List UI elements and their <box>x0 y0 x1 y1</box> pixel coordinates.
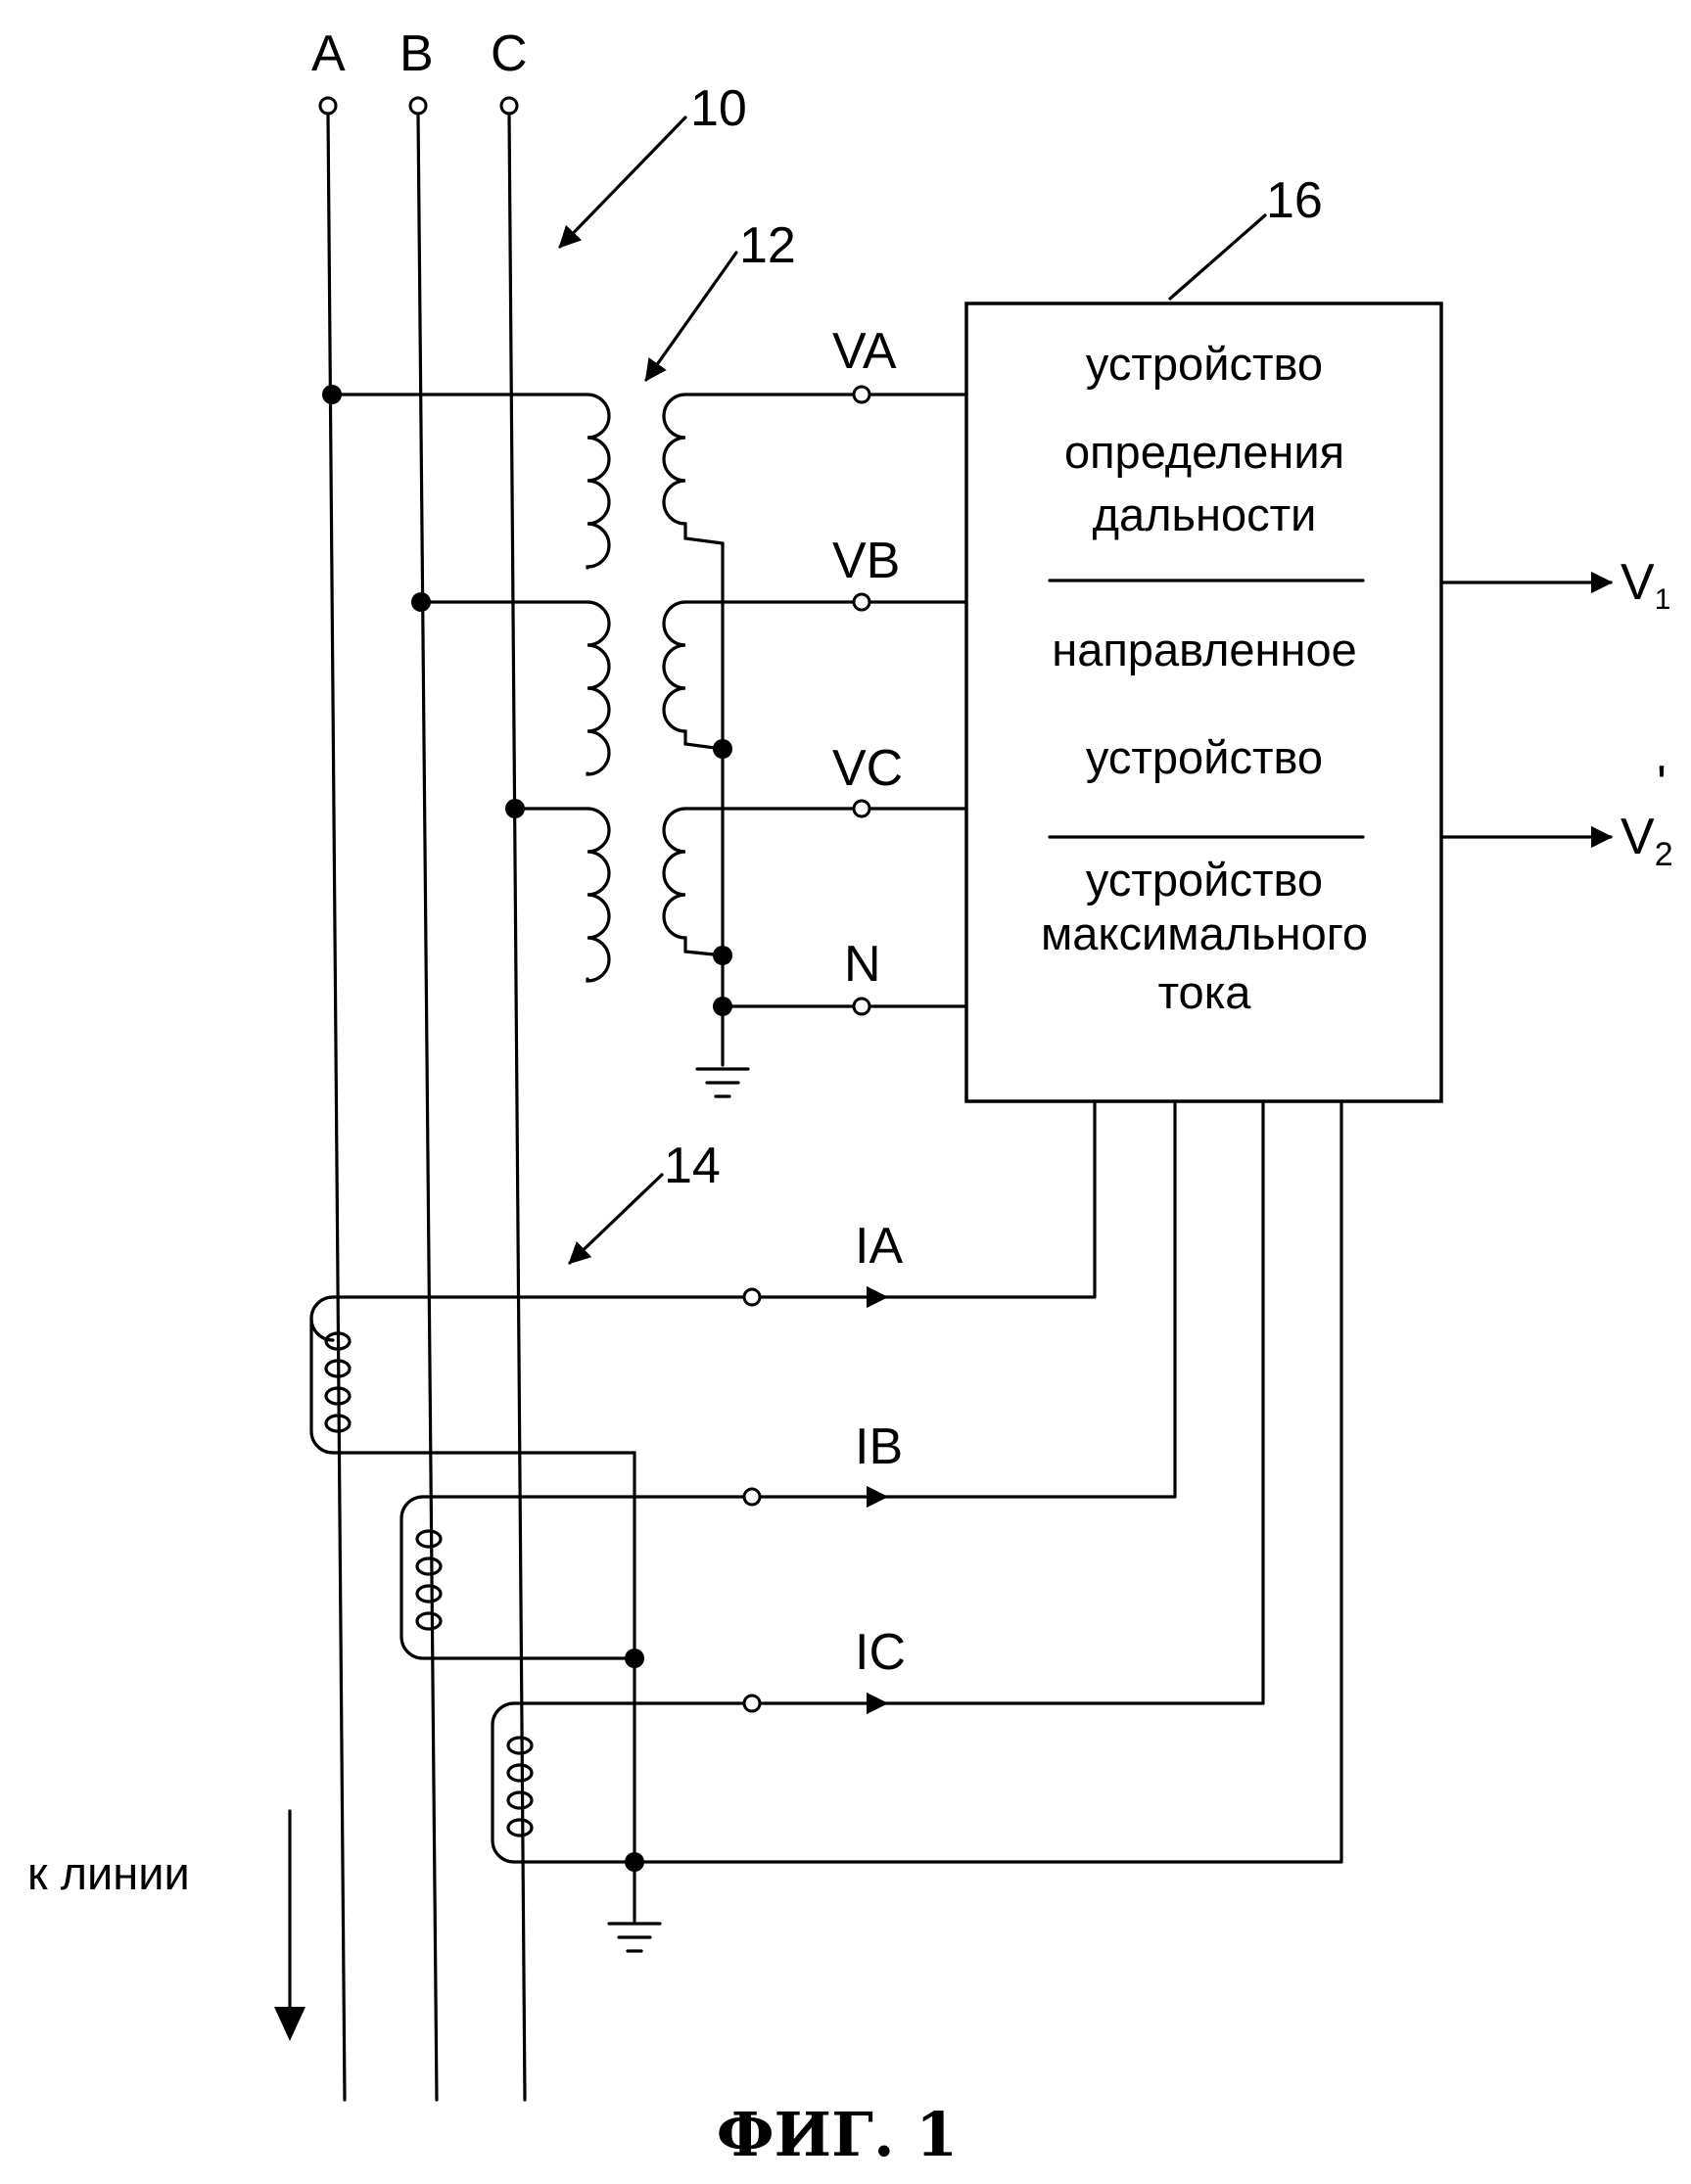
vb-terminal <box>854 594 869 610</box>
relay-text-line1: устройство <box>1086 338 1323 390</box>
ref-12-arrow <box>646 253 736 380</box>
relay-outputs: V1 V2 ' <box>1441 554 1673 873</box>
figure-caption: ФИГ. 1 <box>717 2099 959 2170</box>
phase-b-line <box>418 114 437 2100</box>
ct-ground-icon <box>609 1924 660 1951</box>
ct-a-return-wire <box>333 1453 634 1666</box>
voltage-terminals: VA VB VC N <box>685 323 966 1014</box>
relay-text-line6: устройство <box>1086 854 1323 906</box>
phase-c-line <box>509 114 525 2100</box>
ib-label: IB <box>855 1418 903 1475</box>
ic-label: IC <box>855 1624 906 1681</box>
ref-12-label: 12 <box>739 217 796 274</box>
ref-16-leader <box>1170 215 1265 299</box>
ct-c-loop <box>493 1703 634 1862</box>
ia-label: IA <box>855 1218 903 1275</box>
phase-c-terminal <box>501 98 517 114</box>
relay-text-line3: дальности <box>1093 488 1317 540</box>
phase-b-terminal <box>410 98 426 114</box>
primary-coil-a <box>587 395 609 568</box>
phase-a-label: A <box>311 25 346 82</box>
ic-terminal <box>744 1696 760 1711</box>
vt-ground-icon <box>697 1069 748 1096</box>
ct-c-coil-icon <box>508 1738 532 1835</box>
output-v2-mark: ' <box>1657 756 1667 813</box>
vc-label: VC <box>832 740 903 797</box>
relay-text-line5: устройство <box>1086 731 1323 783</box>
phase-c-label: C <box>491 25 528 82</box>
secondary-coil-b <box>664 602 723 749</box>
output-v1-label: V1 <box>1621 554 1670 616</box>
secondary-coil-a <box>664 395 723 543</box>
ic-wire-to-relay <box>886 1103 1263 1703</box>
relay-text-line7: максимального <box>1041 907 1368 959</box>
ct-neutral-to-relay <box>634 1103 1341 1862</box>
output-v2-label: V2 <box>1621 809 1673 873</box>
ref-14-label: 14 <box>664 1138 721 1194</box>
ia-terminal <box>744 1289 760 1305</box>
neutral-junction-b <box>713 739 732 759</box>
voltage-transformer <box>322 385 748 1096</box>
current-transformers <box>311 1103 1341 1951</box>
n-label: N <box>844 936 881 993</box>
current-terminals: IA IB IC <box>744 1103 1263 1711</box>
vb-label: VB <box>832 533 900 589</box>
secondary-coil-c <box>664 809 723 955</box>
n-terminal <box>854 999 869 1014</box>
relay-device-box: устройство определения дальности направл… <box>966 303 1441 1101</box>
va-label: VA <box>832 323 897 380</box>
to-line-label: к линии <box>27 1847 190 1899</box>
phase-a-line <box>328 114 345 2100</box>
relay-text-line2: определения <box>1064 426 1344 478</box>
ib-terminal <box>744 1489 760 1505</box>
vc-terminal <box>854 801 869 816</box>
ct-b-loop <box>401 1497 634 1658</box>
relay-text-line8: тока <box>1158 966 1252 1018</box>
ia-wire-to-relay <box>886 1103 1095 1297</box>
ct-b-coil-icon <box>417 1531 441 1629</box>
to-line-indicator: к линии <box>27 1811 305 2041</box>
phase-bus-lines: A B C <box>311 25 528 2100</box>
primary-coil-c <box>587 809 609 981</box>
relay-text-line4: направленное <box>1052 624 1356 675</box>
neutral-junction-c <box>713 946 732 965</box>
ref-10-arrow <box>560 117 685 247</box>
ref-16-label: 16 <box>1266 172 1323 229</box>
ref-14-arrow <box>570 1175 662 1263</box>
to-line-arrowhead <box>274 2007 305 2041</box>
phase-b-label: B <box>399 25 434 82</box>
ref-10-label: 10 <box>690 80 747 137</box>
ib-wire-to-relay <box>886 1103 1175 1497</box>
primary-coil-b <box>587 602 609 774</box>
va-terminal <box>854 387 869 402</box>
phase-a-terminal <box>320 98 336 114</box>
